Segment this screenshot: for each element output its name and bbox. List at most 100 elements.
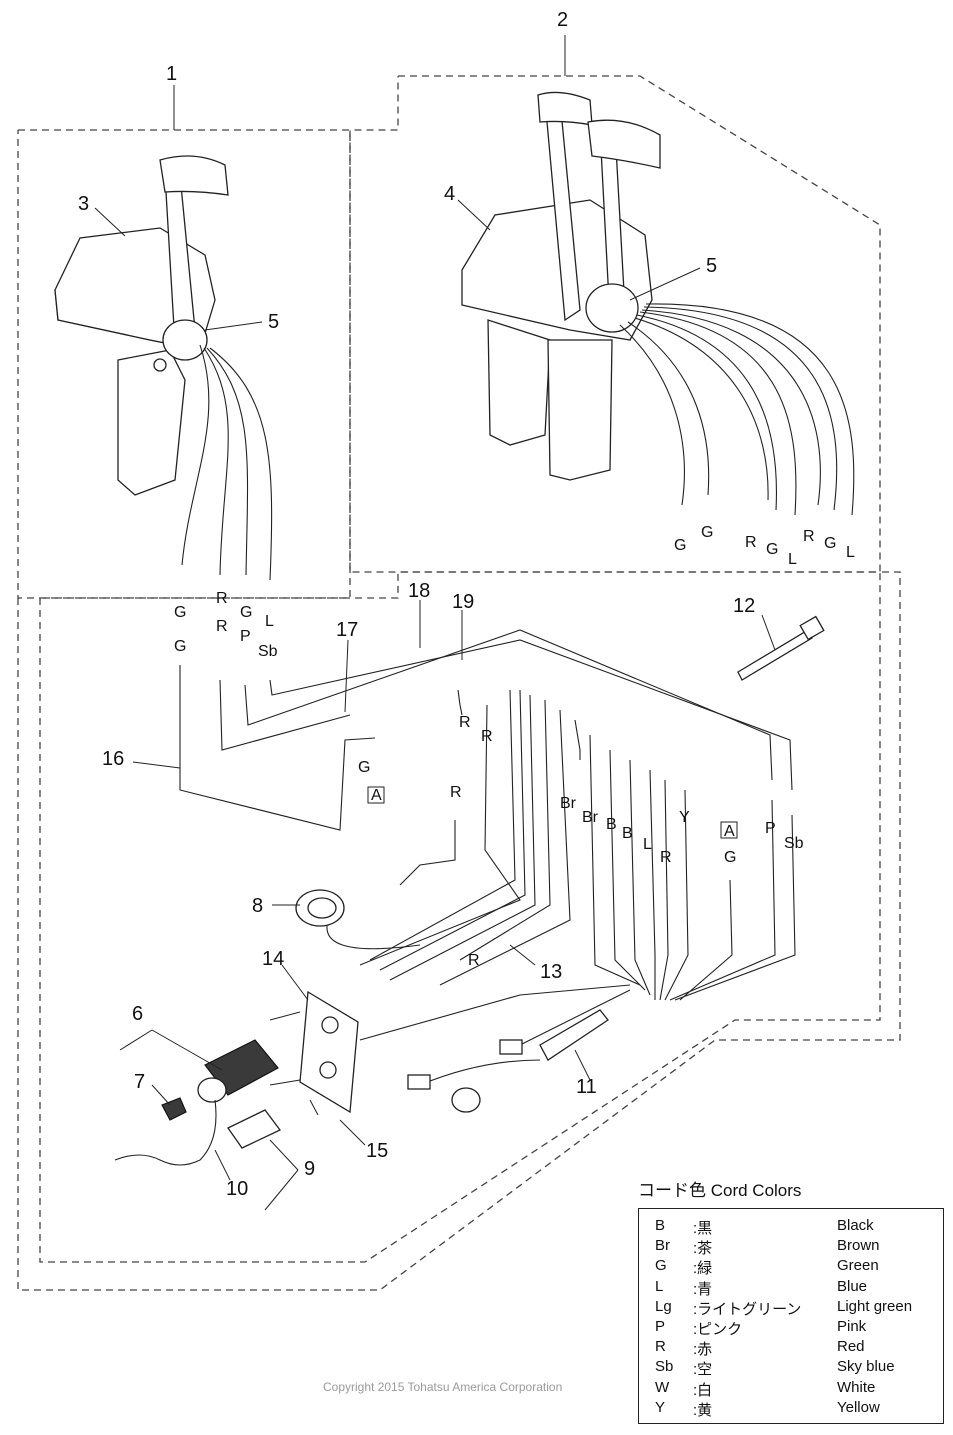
legend-jp: :青 [693,1280,713,1298]
wire-label: L [846,544,855,561]
legend-code: Sb [655,1358,674,1376]
single-lever-remote-control [54,155,229,496]
legend-jp: :黄 [693,1401,713,1419]
callout-2: 2 [557,9,568,31]
wire-label: Sb [258,643,278,660]
legend-code: B [655,1217,666,1234]
wire-label: R [450,784,462,801]
callout-16: 16 [102,748,124,770]
legend-code: G [655,1257,667,1275]
callout-19: 19 [452,591,474,613]
legend-row: B :黒 Black [651,1217,935,1237]
legend-en: Red [837,1338,865,1356]
legend-title: コード色 Cord Colors [638,1181,802,1200]
harness-wire-labels: R R G A R Br Br B B L R Y P Sb A G R [358,714,804,969]
wire-label: Y [679,809,690,826]
wire-label: G [358,759,370,776]
key [161,1097,187,1121]
legend-en: Sky blue [837,1358,895,1376]
lanyard-coil [114,1099,217,1166]
legend-en: Brown [837,1237,880,1255]
wire-label: B [622,825,633,842]
legend-jp: :緑 [693,1260,713,1278]
legend-code: R [655,1338,666,1356]
connector-box-a-right [720,821,738,839]
legend-code: W [655,1378,670,1396]
single-box-leads [181,344,273,581]
wire-label: G [766,541,778,558]
callout-17: 17 [336,619,358,641]
dual-box-wire-labels: G G R G L R G L [674,524,855,568]
wire-label: B [606,816,617,833]
legend-code: L [655,1277,664,1295]
legend-jp: :黒 [693,1220,713,1237]
legend-en: Light green [837,1297,913,1315]
wire-label: A [371,787,382,804]
wire-label: R [481,728,493,745]
copyright-notice: Copyright 2015 Tohatsu America Corporati… [323,1380,563,1394]
wire-label: Br [560,795,577,812]
other-parts [114,615,825,1166]
legend-en: Pink [837,1317,867,1335]
callouts: 1 2 3 4 5 5 6 7 8 9 10 11 12 13 14 15 16… [78,9,755,1200]
wire-label: R [216,618,228,635]
callout-10: 10 [226,1178,248,1200]
callout-9: 9 [304,1158,315,1180]
callout-3: 3 [78,193,89,215]
legend-row: R :赤 Red [651,1338,935,1358]
legend-code: P [655,1317,666,1335]
legend-jp: :茶 [693,1240,713,1258]
callout-7: 7 [134,1071,145,1093]
single-box-wire-labels: G G R R G P L Sb [174,590,278,660]
wire-label: R [660,849,672,866]
legend-en: Yellow [837,1398,880,1416]
legend-code: Br [655,1237,670,1255]
wire-label: P [240,628,251,645]
group-2-outline [349,75,881,573]
wire-label: R [216,590,228,607]
switch-panel [299,990,359,1114]
callout-13: 13 [540,961,562,983]
legend-code: Y [655,1398,666,1416]
legend-row: Y :黄 Yellow [651,1399,935,1419]
wire-label: G [701,524,713,541]
callout-18: 18 [408,580,430,602]
group-1-outline [17,129,351,599]
leader-lines [94,35,776,1211]
wire-label: Sb [784,835,804,852]
wire-label: L [265,613,274,630]
extension-harness [539,1009,609,1061]
connector-box-a-left [367,786,385,804]
callout-1: 1 [166,63,177,85]
wire-label: G [824,535,836,552]
callout-14: 14 [262,948,284,970]
wire-label: G [674,537,686,554]
legend-row: L :青 Blue [651,1278,935,1298]
legend-en: Blue [837,1277,868,1295]
stop-switch [227,1109,281,1149]
legend-jp: :赤 [693,1341,713,1359]
callout-4: 4 [444,183,455,205]
wire-label: R [745,534,757,551]
wire-label: R [468,952,480,969]
wire-label: L [788,551,797,568]
wire-label: A [724,823,735,840]
outer-outline [17,571,901,1291]
callout-8: 8 [252,895,263,917]
legend-en: White [837,1378,876,1396]
callout-5-left: 5 [268,311,279,333]
legend-en: Black [837,1217,874,1234]
wire-label: G [174,604,186,621]
wire-label: Br [582,809,599,826]
dual-box-leads [619,303,855,516]
wire-label: L [643,836,652,853]
wire-label: P [765,820,776,837]
dual-lever-remote-control [461,91,661,481]
